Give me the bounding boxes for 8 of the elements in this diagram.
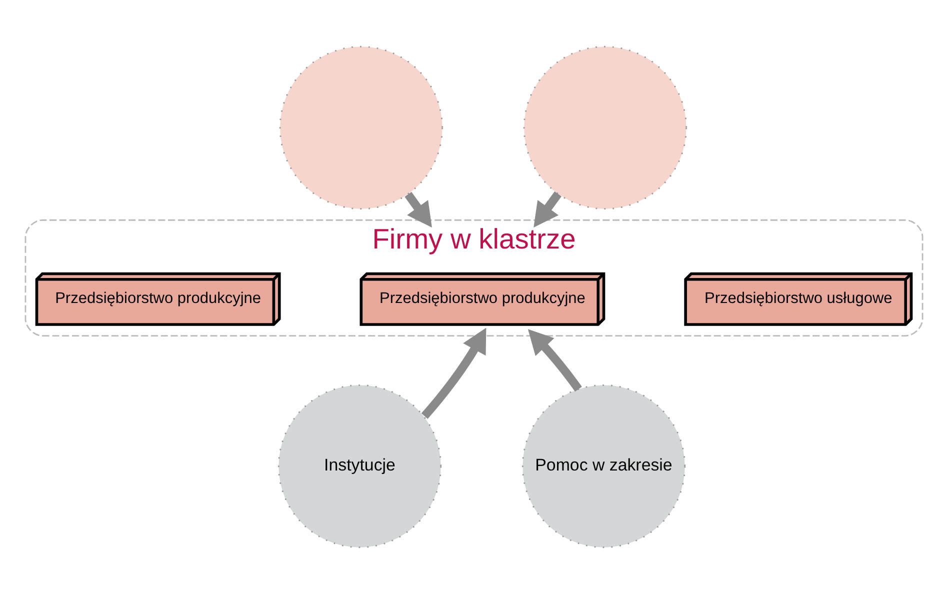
arrow [404, 191, 432, 228]
node-circle: Pomoc w zakresie [522, 384, 686, 548]
arrow [528, 328, 582, 392]
arrow [421, 327, 486, 418]
node-picture [279, 45, 443, 210]
node-circle: Instytucje [278, 384, 442, 548]
arrow [534, 190, 562, 227]
node-picture [523, 45, 687, 210]
